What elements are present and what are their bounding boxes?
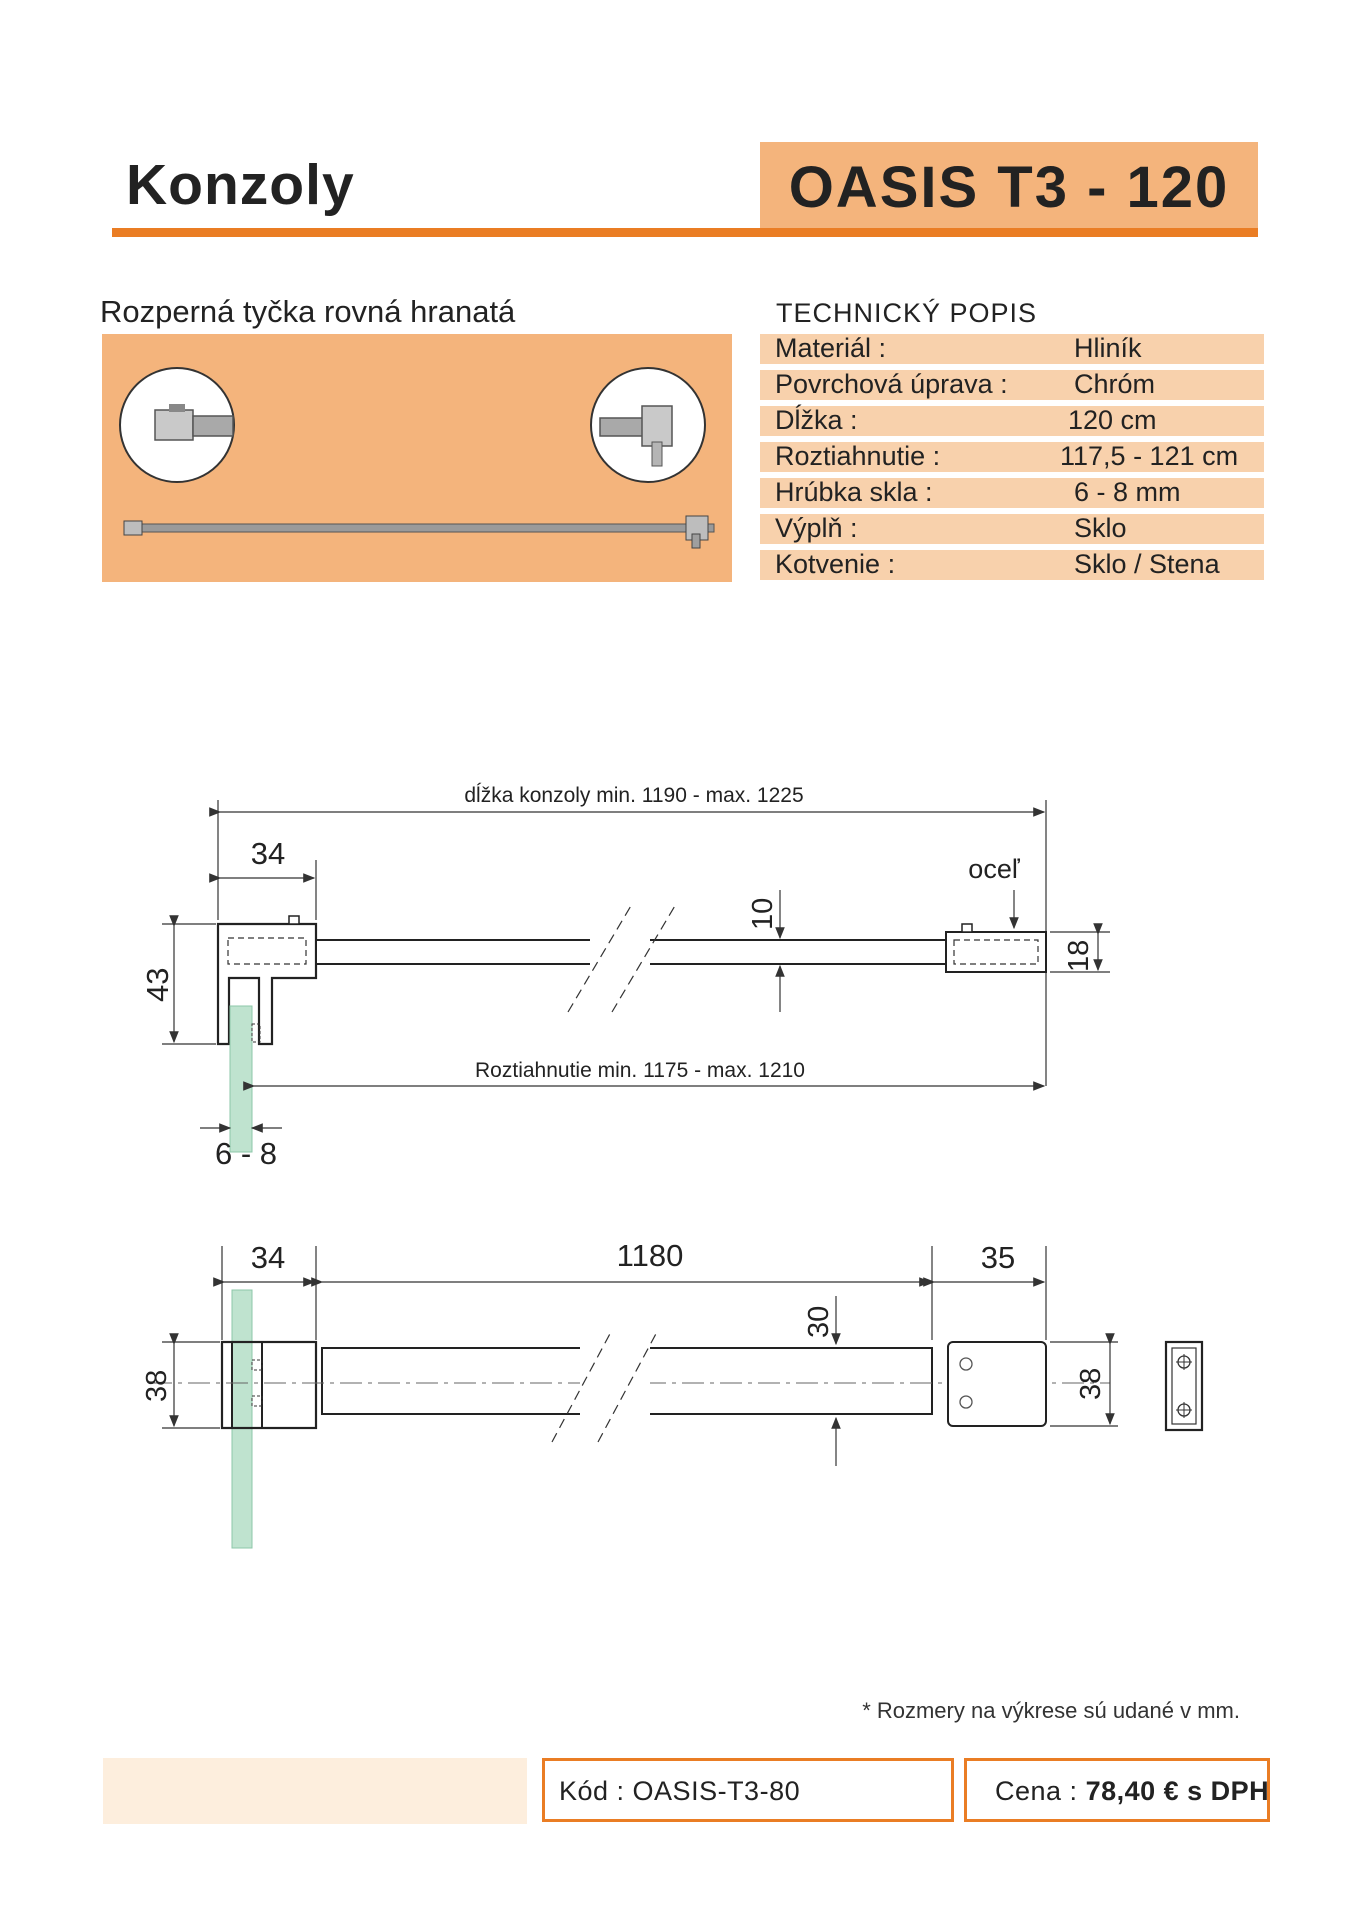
spec-row (760, 334, 1264, 364)
footer-blank-panel (103, 1758, 527, 1824)
spec-value: Chróm (1074, 369, 1156, 399)
dim-34-top: 34 (251, 836, 285, 871)
spec-row (760, 406, 1264, 436)
left-bracket-bottom (220, 1340, 318, 1430)
spec-label: Dĺžka : (775, 405, 858, 435)
price-value: 78,40 € s DPH (1085, 1776, 1270, 1806)
spec-label: Roztiahnutie : (775, 441, 941, 471)
spec-row (760, 370, 1264, 400)
dim-43: 43 (140, 968, 175, 1002)
spec-row (760, 478, 1264, 508)
spec-label: Povrchová úprava : (775, 369, 1008, 399)
spec-value: Sklo / Stena (1074, 549, 1220, 579)
drawing-bottom: 34 1180 35 30 38 38 (141, 1238, 1204, 1549)
dim-38-right: 38 (1075, 1368, 1107, 1400)
price-label: Cena : (995, 1776, 1086, 1806)
spec-row (760, 442, 1264, 472)
tech-title: TECHNICKÝ POPIS (776, 298, 1038, 328)
spec-row (760, 550, 1264, 580)
header-divider (112, 228, 1258, 237)
product-subtitle: Rozperná tyčka rovná hranatá (100, 294, 516, 329)
dim-18: 18 (1063, 940, 1095, 972)
product-code-box: Kód : OASIS-T3-80 (542, 1758, 954, 1822)
spec-label: Hrúbka skla : (775, 477, 933, 507)
dim-1180: 1180 (617, 1238, 684, 1273)
spec-value: 6 - 8 mm (1074, 477, 1181, 507)
glass-thickness-label: 6 - 8 (215, 1136, 277, 1171)
bar-illustration (123, 523, 715, 533)
spec-value: 117,5 - 121 cm (1060, 441, 1239, 471)
spec-row (760, 514, 1264, 544)
material-label: oceľ (968, 854, 1021, 884)
glass-pane-bottom (231, 1289, 253, 1549)
dim-34-bottom: 34 (251, 1240, 285, 1275)
dim-10: 10 (747, 898, 779, 930)
glass-pane-top (229, 1005, 253, 1153)
product-code: Kód : OASIS-T3-80 (559, 1776, 801, 1806)
dim-38-left: 38 (141, 1370, 173, 1402)
length-dimension-label: dĺžka konzoly min. 1190 - max. 1225 (464, 783, 803, 807)
dim-35: 35 (981, 1240, 1015, 1275)
end-cap-bottom (947, 1341, 1047, 1427)
page-category-title: Konzoly (126, 153, 355, 217)
right-end-cap (945, 931, 1047, 973)
spec-value: 120 cm (1068, 405, 1157, 435)
product-title: OASIS T3 - 120 (788, 155, 1230, 220)
dim-30: 30 (803, 1306, 835, 1338)
spec-value: Hliník (1074, 333, 1142, 363)
price-line: Cena : 78,40 € s DPH (995, 1776, 1269, 1807)
spec-label: Kotvenie : (775, 549, 896, 579)
spec-value: Sklo (1074, 513, 1127, 543)
dimension-note: * Rozmery na výkrese sú udané v mm. (862, 1698, 1240, 1723)
product-title-box (760, 142, 1258, 228)
extension-dimension-label: Roztiahnutie min. 1175 - max. 1210 (475, 1059, 805, 1082)
product-photo-illustration (119, 367, 715, 549)
spec-label: Materiál : (775, 333, 887, 363)
price-box: Cena : 78,40 € s DPH (964, 1758, 1270, 1822)
drawing-top: dĺžka konzoly min. 1190 - max. 1225 34 o… (140, 783, 1110, 1171)
spec-label: Výplň : (775, 513, 858, 543)
product-photo (102, 334, 732, 582)
